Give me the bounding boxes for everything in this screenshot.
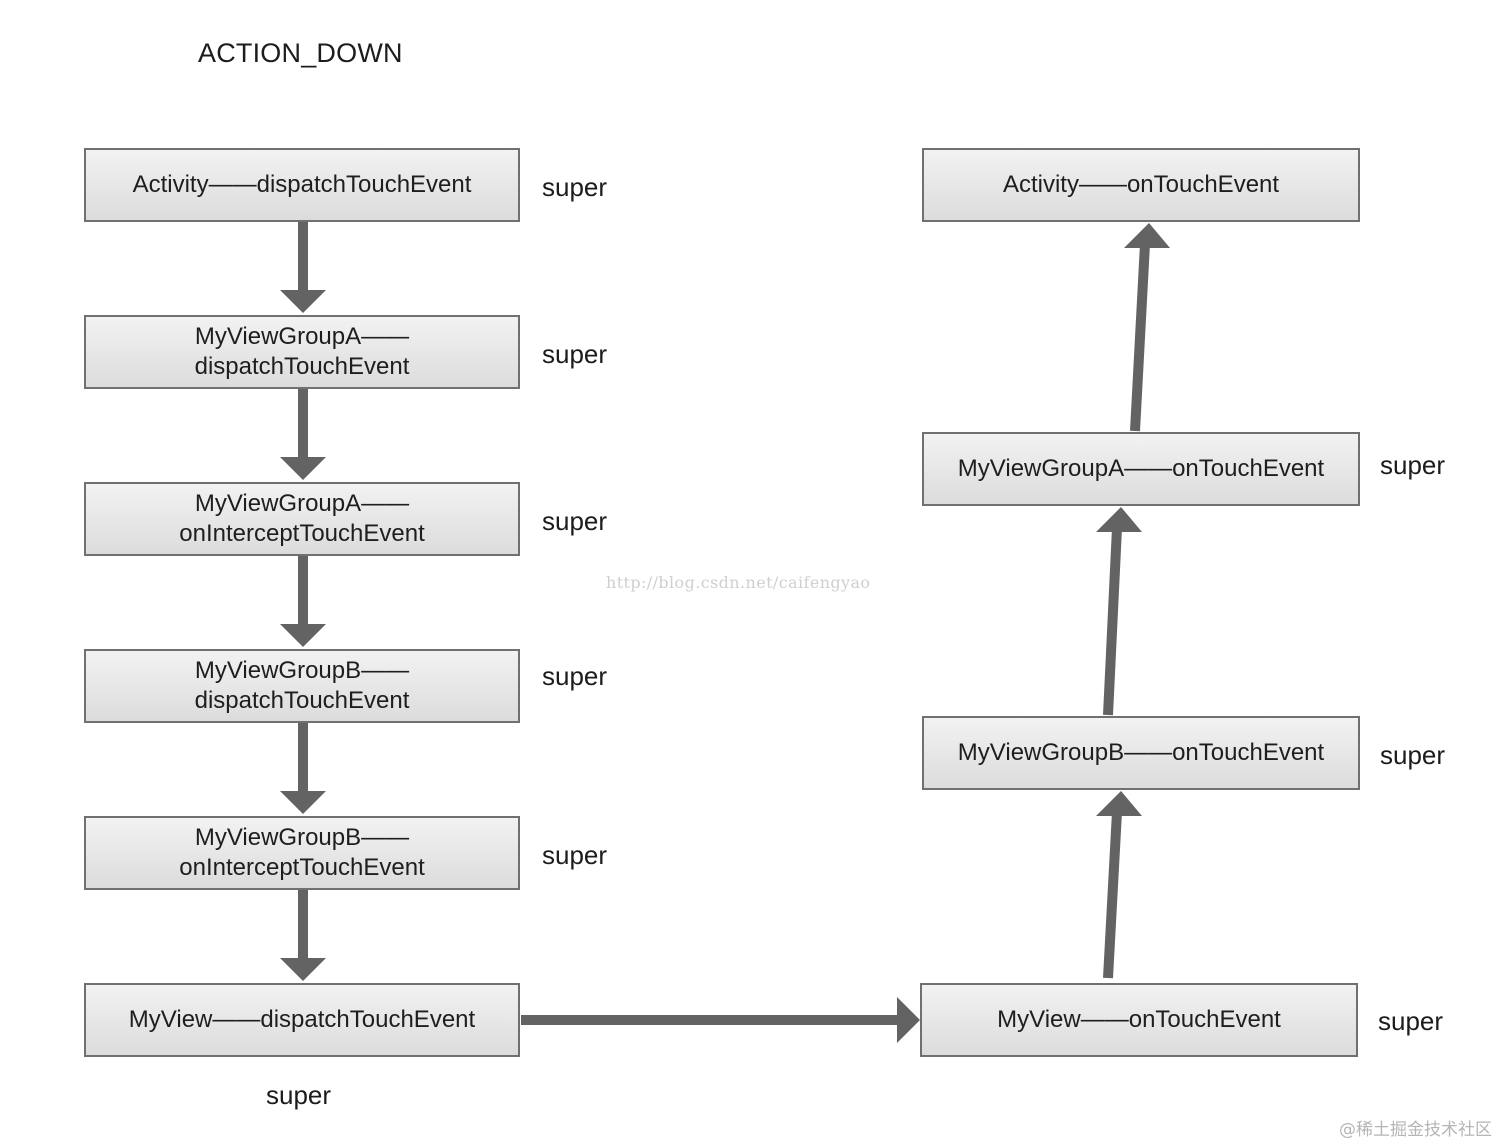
box-line: MyViewGroupB——: [194, 657, 410, 684]
box-line: MyViewGroupB——: [194, 824, 410, 851]
super-label: super: [542, 172, 608, 202]
super-label: super: [542, 661, 608, 691]
watermark-text: http://blog.csdn.net/caifengyao: [606, 573, 871, 592]
arrow-right: [521, 997, 920, 1043]
diagram-title: ACTION_DOWN: [198, 38, 403, 68]
myview-ontouch-box: MyView——onTouchEvent: [920, 983, 1358, 1057]
super-label: super: [542, 840, 608, 870]
arrow-down-1: [280, 222, 326, 313]
viewgroupa-ontouch-box: MyViewGroupA——onTouchEvent: [922, 432, 1360, 506]
viewgroupb-ontouch-box: MyViewGroupB——onTouchEvent: [922, 716, 1360, 790]
arrow-up-head-1: [1096, 791, 1142, 816]
box-line: MyViewGroupA——onTouchEvent: [957, 455, 1325, 482]
arrow-down-5: [280, 890, 326, 981]
super-label: super: [542, 339, 608, 369]
activity-dispatch-box: Activity——dispatchTouchEvent: [84, 148, 520, 222]
box-line: MyView——onTouchEvent: [997, 1006, 1281, 1033]
box-line: MyViewGroupA——: [194, 490, 410, 517]
super-label: super: [1380, 450, 1446, 480]
box-line: Activity——dispatchTouchEvent: [132, 171, 472, 198]
box-line: MyView——dispatchTouchEvent: [128, 1006, 476, 1033]
activity-ontouch-box: Activity——onTouchEvent: [922, 148, 1360, 222]
footer-credit: @稀土掘金技术社区: [1339, 1120, 1492, 1140]
box-line: dispatchTouchEvent: [194, 687, 410, 714]
arrow-up-shaft-3: [1130, 243, 1150, 432]
super-label: super: [1380, 740, 1446, 770]
box-line: dispatchTouchEvent: [194, 353, 410, 380]
arrow-down-3: [280, 556, 326, 647]
myview-dispatch-box: MyView——dispatchTouchEvent: [84, 983, 520, 1057]
box-line: MyViewGroupB——onTouchEvent: [957, 739, 1325, 766]
arrow-up-head-3: [1124, 223, 1170, 248]
viewgroupb-intercept-box: MyViewGroupB—— onInterceptTouchEvent: [84, 816, 520, 890]
arrow-down-2: [280, 389, 326, 480]
super-label: super: [542, 506, 608, 536]
viewgroupa-intercept-box: MyViewGroupA—— onInterceptTouchEvent: [84, 482, 520, 556]
super-label: super: [1378, 1006, 1444, 1036]
arrow-up-head-2: [1096, 507, 1142, 532]
box-line: Activity——onTouchEvent: [1002, 171, 1280, 198]
arrow-up-shaft-2: [1103, 527, 1122, 716]
arrow-down-4: [280, 723, 326, 814]
arrow-up-shaft-1: [1103, 811, 1122, 979]
box-line: onInterceptTouchEvent: [179, 520, 425, 547]
box-line: onInterceptTouchEvent: [179, 854, 425, 881]
viewgroupa-dispatch-box: MyViewGroupA—— dispatchTouchEvent: [84, 315, 520, 389]
super-label: super: [266, 1080, 332, 1110]
viewgroupb-dispatch-box: MyViewGroupB—— dispatchTouchEvent: [84, 649, 520, 723]
box-line: MyViewGroupA——: [194, 323, 410, 350]
